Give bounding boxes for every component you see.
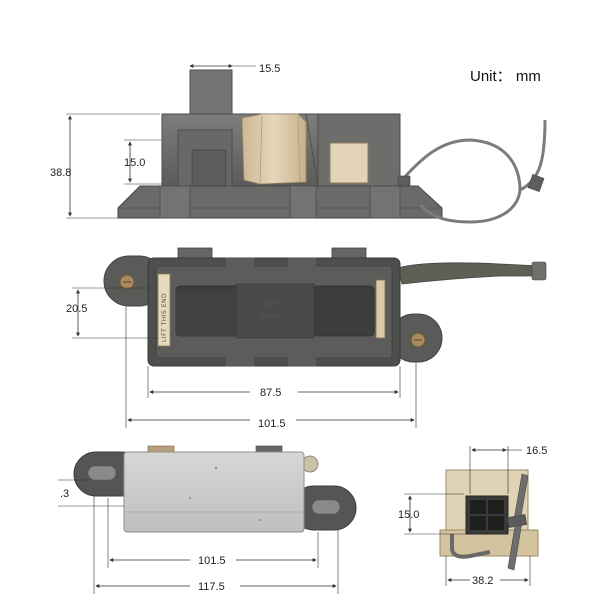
front-beige-insert [241,113,307,185]
side-view [439,469,539,571]
dim-front-height-inner: 15.0 [124,139,162,185]
dim-front-height-total: 38.8 [50,113,160,219]
dim-label: 20.5 [66,303,87,315]
dim-side-width-top: 16.5 [469,445,547,494]
side-hook [450,534,491,559]
top-strap [397,262,541,285]
dim-label: 15.0 [124,157,145,169]
dim-bottom-inner-width: 101.5 [107,498,319,568]
dim-label: 117.5 [198,581,225,593]
part-label: LIFT THIS END [161,293,168,342]
front-window [329,142,369,184]
front-view [117,69,547,224]
mold-text-mega: MEGA [259,312,280,320]
top-right-clip [375,279,386,339]
dim-top-overall-width: 101.5 [125,306,417,430]
dim-label: 15.0 [398,509,419,521]
top-view: TOP MEGA LIFT THIS END [103,247,547,367]
front-cable [400,138,522,224]
dim-label: 101.5 [258,418,286,430]
bottom-body [123,451,305,533]
dim-label: 38.8 [50,167,71,179]
dim-top-height: 20.5 [66,287,158,339]
top-label-strip [157,273,171,347]
dim-side-height: 15.0 [398,493,466,535]
dim-label: .3 [60,488,69,500]
mold-text-top: TOP [262,300,277,308]
unit-label: Unit： mm [470,68,541,85]
dim-label: 87.5 [260,387,281,399]
dim-label: 16.5 [526,445,547,457]
dim-front-top-width: 15.5 [189,63,280,75]
dim-label: 38.2 [472,575,493,587]
dim-label: 101.5 [198,555,226,567]
bottom-view [73,445,357,533]
front-top-tab [189,69,233,117]
dim-top-inner-width: 87.5 [147,366,401,399]
dim-bottom-overall-width: 117.5 [93,496,339,594]
dim-label: 15.5 [259,63,280,75]
dim-bottom-height: .3 [58,479,124,507]
dim-side-width-bottom: 38.2 [445,556,531,587]
